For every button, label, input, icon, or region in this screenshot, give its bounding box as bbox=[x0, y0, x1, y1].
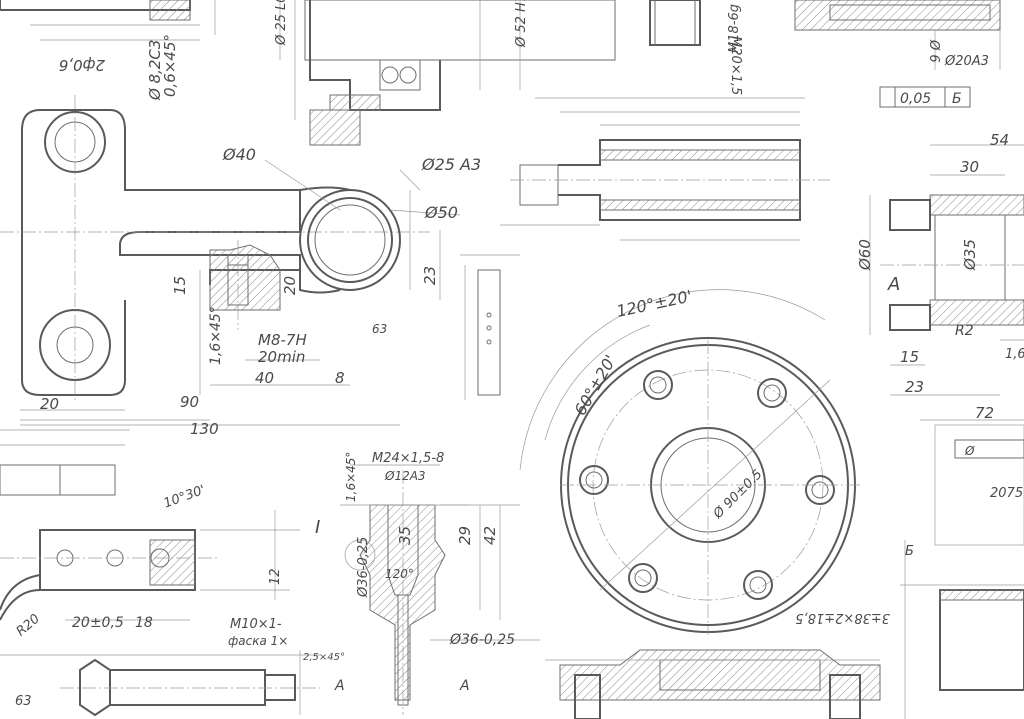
label-l44: фаска 1× bbox=[228, 634, 288, 648]
label-l35: 29 bbox=[456, 526, 474, 545]
label-l54: Ø 52 H7/L bbox=[514, 0, 529, 48]
label-l52: 2ф0,6 bbox=[59, 56, 105, 74]
label-l58: Ø 6 bbox=[926, 39, 941, 63]
label-l62: 3±38×2±18,5 bbox=[795, 610, 890, 625]
label-l50: Ø 8,2C3 bbox=[146, 40, 164, 101]
label-l1: Ø40 bbox=[222, 145, 256, 164]
label-l53: Ø 25 L0/k bbox=[274, 0, 289, 46]
label-l2: Ø25 A3 bbox=[421, 155, 481, 174]
label-l45: 20±0,5 bbox=[72, 615, 124, 631]
shaft-drawing bbox=[500, 97, 830, 241]
label-l61: 2075 bbox=[990, 486, 1023, 501]
label-l38: Ø36-0,25 bbox=[449, 632, 515, 648]
label-l34: 35 bbox=[396, 526, 414, 545]
label-l63: A bbox=[334, 678, 345, 694]
label-l26: 15 bbox=[900, 348, 919, 366]
lever-part: Ø40 Ø25 A3 Ø50 23 20 15 1,6×45° M8-7H 20… bbox=[0, 95, 481, 438]
label-l43: M10×1- bbox=[230, 617, 282, 632]
label-l31: M24×1,5-8 bbox=[372, 451, 444, 466]
label-l28: 72 bbox=[975, 404, 994, 422]
label-l40: 12 bbox=[268, 568, 283, 585]
label-l32: Ø12A3 bbox=[384, 469, 426, 483]
label-l39: Ø36-0,25 bbox=[356, 537, 371, 598]
tab-part bbox=[460, 254, 520, 400]
label-l13: 15 bbox=[171, 276, 189, 295]
nozzle-drawing: M24×1,5-8 Ø12A3 1,6×45° 35 29 42 120° Ø3… bbox=[315, 451, 540, 715]
bottom-right-part: Ø 2075 Б bbox=[545, 424, 1024, 719]
label-l15: 63 bbox=[372, 322, 387, 336]
label-l48: 63 bbox=[15, 694, 32, 709]
label-l55: M18-6g bbox=[727, 4, 742, 53]
bottom-shaft: 63 2,5×45° bbox=[0, 650, 345, 717]
label-l12: 20 bbox=[281, 276, 299, 295]
label-l51: 0,6×45° bbox=[161, 34, 179, 97]
label-l56: M20×1,5 bbox=[728, 36, 743, 95]
label-l19: 0,05 bbox=[900, 91, 931, 107]
label-l8: 90 bbox=[180, 393, 199, 411]
label-l49: 2,5×45° bbox=[303, 652, 345, 663]
flange-drawing: 120°±20' 60°±20' Ø 90±0.5 3±38×2±18,5 bbox=[519, 286, 890, 635]
label-l10: 20 bbox=[40, 395, 59, 413]
label-l60: Ø bbox=[964, 444, 975, 458]
label-l17: 60°±20' bbox=[570, 352, 620, 419]
label-l33: 1,6×45° bbox=[344, 452, 358, 502]
label-l25: A bbox=[887, 274, 900, 295]
label-l27: 23 bbox=[905, 378, 924, 396]
bearing-assembly: Ø 25 L0/k Ø 52 H7/L M18-6g M20×1,5 bbox=[274, 0, 743, 146]
top-left-part: 2ф0,6 Ø 8,2C3 0,6×45° bbox=[0, 0, 216, 101]
label-l57: Б bbox=[905, 544, 914, 559]
label-l46: 18 bbox=[135, 615, 153, 631]
label-l5: 20min bbox=[258, 348, 305, 366]
label-l6: 40 bbox=[255, 369, 274, 387]
label-l16: 120°±20' bbox=[615, 286, 694, 321]
label-l29: R2 bbox=[955, 323, 974, 339]
label-l20: Б bbox=[952, 91, 962, 107]
top-right-part: Ø 6 Ø20A3 0,05 Б bbox=[794, 0, 1001, 108]
label-l23: Ø60 bbox=[856, 239, 874, 271]
label-l36: 42 bbox=[481, 526, 499, 545]
label-l4: M8-7H bbox=[258, 331, 307, 349]
label-l30: 1,6 bbox=[1005, 347, 1024, 362]
label-l47: R20 bbox=[14, 612, 43, 640]
label-l7: 8 bbox=[335, 369, 345, 387]
label-l11: 23 bbox=[421, 266, 439, 285]
label-l9: 130 bbox=[190, 420, 219, 438]
label-l59: Ø20A3 bbox=[944, 54, 989, 69]
label-l64: A bbox=[459, 678, 470, 694]
right-section: 54 30 Ø60 Ø35 A R2 15 1,6 23 72 bbox=[856, 131, 1024, 422]
label-l14: 1,6×45° bbox=[208, 306, 224, 365]
label-l3: Ø50 bbox=[424, 203, 458, 222]
label-l21: 54 bbox=[990, 131, 1009, 149]
label-l41: I bbox=[315, 517, 320, 538]
label-l24: Ø35 bbox=[961, 239, 979, 271]
bottom-left-part: 10°30' M10×1- фаска 1× 20±0,5 18 R20 12 bbox=[0, 429, 300, 648]
label-l42: 10°30' bbox=[162, 483, 208, 512]
label-l37: 120° bbox=[385, 567, 414, 581]
label-l22: 30 bbox=[960, 158, 979, 176]
